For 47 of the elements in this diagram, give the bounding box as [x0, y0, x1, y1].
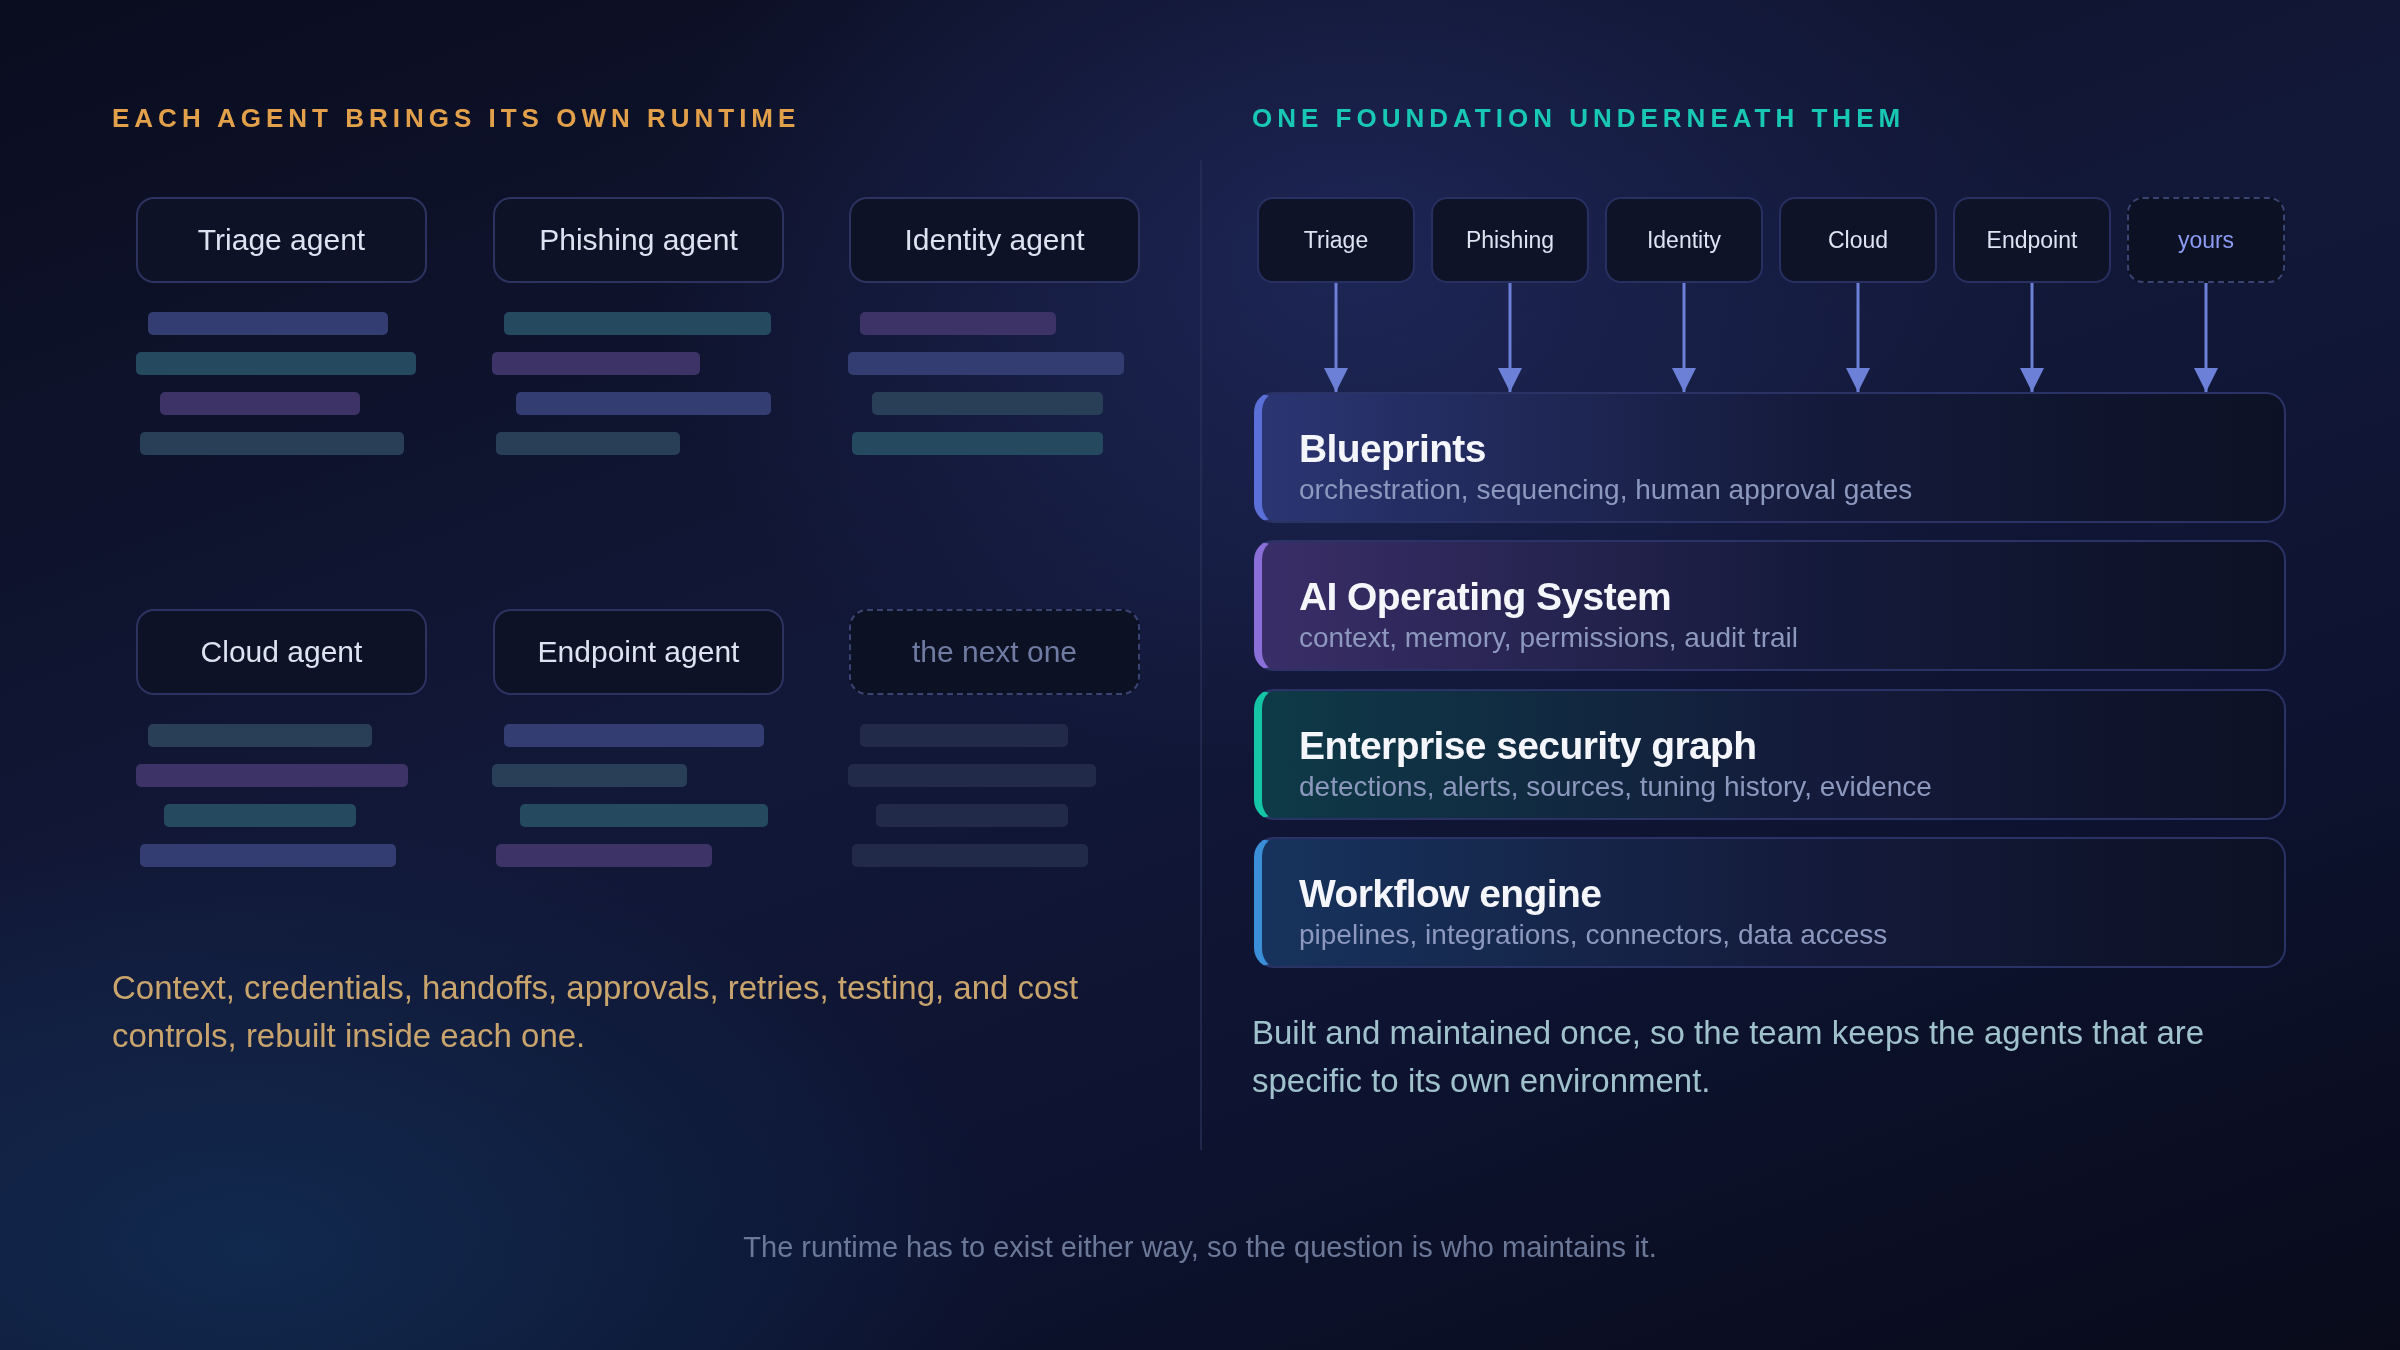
agent-label: the next one	[911, 635, 1078, 669]
layer-title: Workflow engine	[1299, 871, 1602, 917]
agent-label: Identity agent	[904, 223, 1085, 257]
agent-tag	[1953, 197, 2111, 283]
layer-description: detections, alerts, sources, tuning history, evidence	[1299, 770, 1932, 804]
agent-tag	[1605, 197, 1763, 283]
agent-tag	[1779, 197, 1937, 283]
arrow	[2020, 283, 2044, 392]
arrow	[1498, 283, 1522, 392]
agent-label: Triage agent	[197, 223, 366, 257]
layer-title: Enterprise security graph	[1299, 723, 1757, 769]
foundation-layer	[1254, 689, 2286, 820]
agent-label: Triage	[1303, 226, 1369, 254]
summary-text: Built and maintained once, so the team keeps the agents that are specific to its own environment.	[1252, 1013, 2206, 1101]
section-heading: ONE FOUNDATION UNDERNEATH THEM	[1252, 102, 1906, 135]
closing-note: The runtime has to exist either way, so the question is who maintains it.	[742, 1230, 1658, 1265]
agent-tag	[1257, 197, 1415, 283]
arrow	[2194, 283, 2218, 392]
layer-description: orchestration, sequencing, human approval gates	[1299, 473, 1913, 507]
agent-label: Cloud	[1827, 226, 1889, 254]
agent-label: Phishing	[1465, 226, 1555, 254]
placeholder-agent-card	[849, 609, 1140, 695]
agent-label: yours	[2177, 226, 2235, 254]
layer-title: AI Operating System	[1299, 574, 1672, 620]
layer-title: Blueprints	[1299, 426, 1486, 472]
arrow	[1846, 283, 1870, 392]
layer-description: pipelines, integrations, connectors, data access	[1299, 918, 1888, 952]
agent-card	[493, 197, 784, 283]
arrow	[1324, 283, 1348, 392]
agent-label: Phishing agent	[539, 223, 738, 257]
placeholder-agent-tag	[2127, 197, 2285, 283]
agent-label: Identity	[1646, 226, 1722, 254]
arrow	[1672, 283, 1696, 392]
agent-card	[493, 609, 784, 695]
agent-card	[849, 197, 1140, 283]
layer-description: context, memory, permissions, audit trail	[1299, 621, 1798, 655]
agent-label: Cloud agent	[200, 635, 363, 669]
agent-tag	[1431, 197, 1589, 283]
agent-card	[136, 197, 427, 283]
section-heading: EACH AGENT BRINGS ITS OWN RUNTIME	[112, 102, 801, 135]
foundation-layer	[1254, 392, 2286, 523]
foundation-layer	[1254, 540, 2286, 671]
foundation-layer	[1254, 837, 2286, 968]
agent-label: Endpoint agent	[537, 635, 740, 669]
agent-card	[136, 609, 427, 695]
summary-text: Context, credentials, handoffs, approvals, retries, testing, and cost controls, rebuilt inside each one.	[112, 968, 1080, 1056]
agent-label: Endpoint	[1986, 226, 2078, 254]
